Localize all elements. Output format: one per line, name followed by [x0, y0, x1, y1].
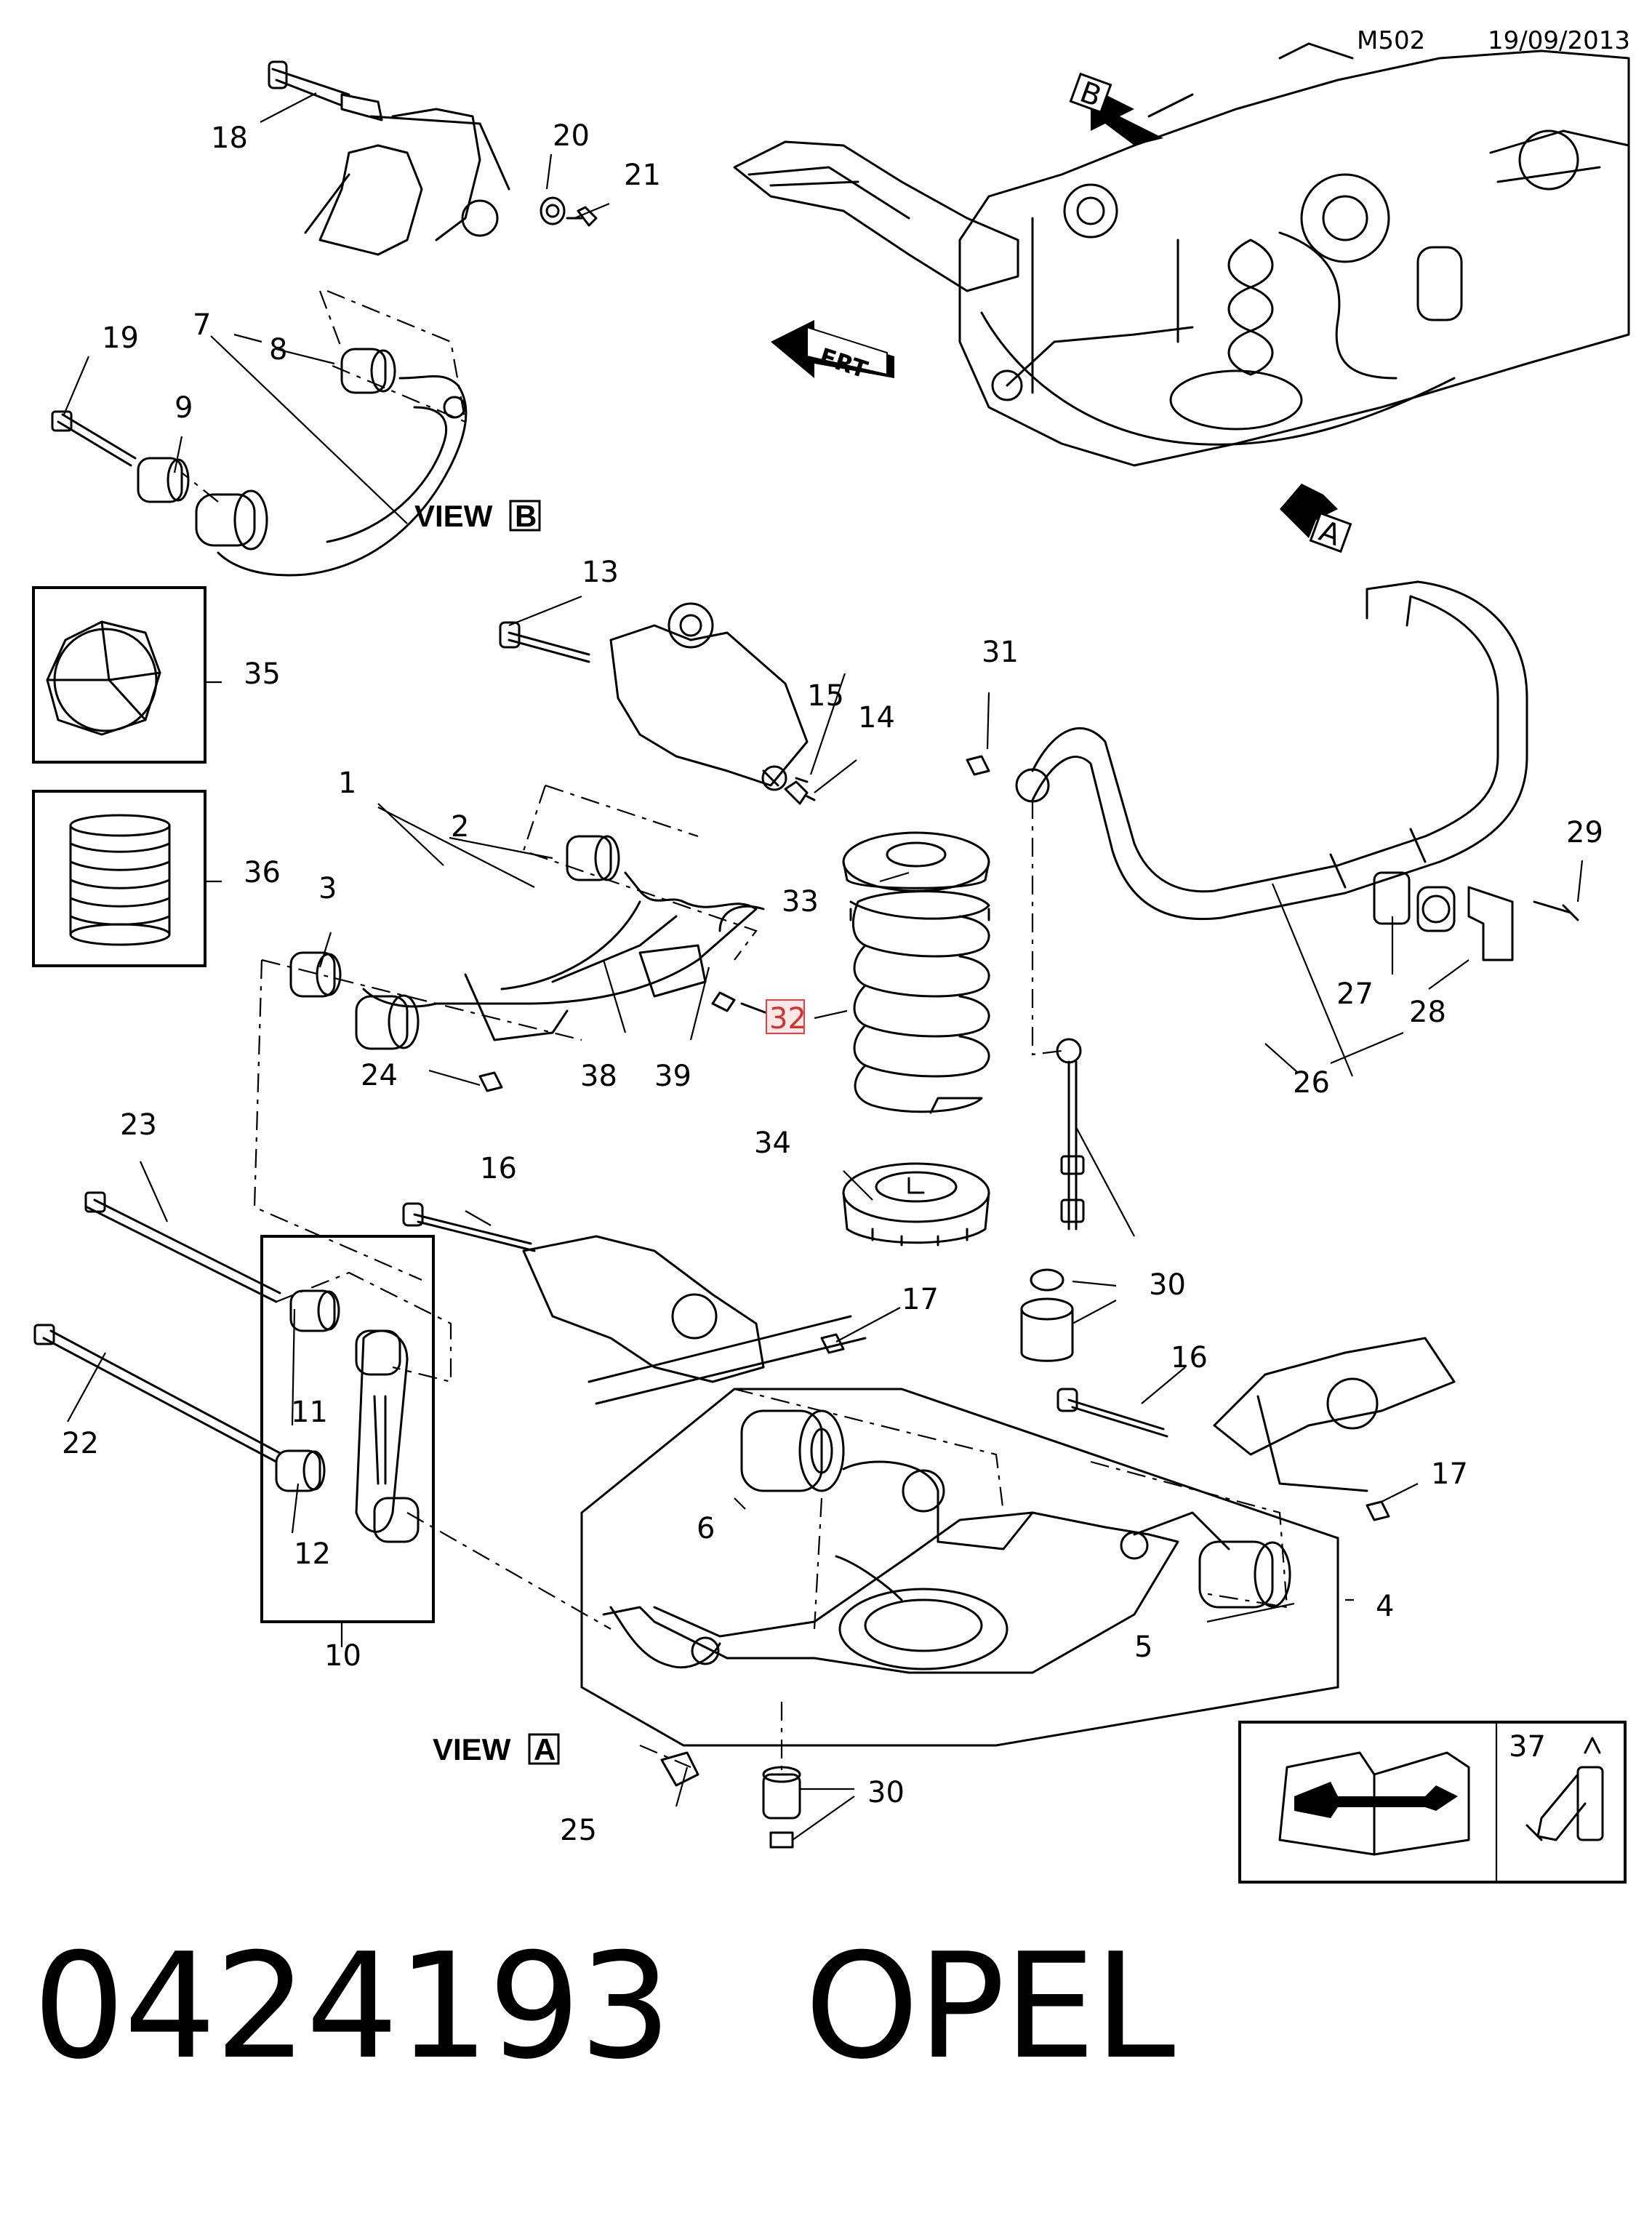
callout-1: 1 — [338, 767, 356, 800]
callout-23: 23 — [120, 1108, 157, 1142]
callout-31: 31 — [982, 636, 1019, 669]
view-b-title: VIEW — [414, 499, 493, 533]
callout-34: 34 — [754, 1126, 791, 1160]
callout-3: 3 — [318, 872, 337, 905]
callout-12: 12 — [294, 1537, 331, 1571]
view-b-group — [51, 60, 598, 577]
callout-labels: 18 20 21 19 7 8 9 13 35 36 15 14 31 1 2 … — [62, 119, 1603, 1847]
callout-35: 35 — [244, 657, 281, 691]
callout-39: 39 — [654, 1060, 691, 1093]
callout-19: 19 — [102, 321, 139, 355]
arrow-a-indicator: A — [1280, 484, 1352, 553]
callout-27: 27 — [1336, 977, 1374, 1011]
part-35-box — [32, 586, 206, 764]
callout-10: 10 — [324, 1639, 361, 1673]
callout-29: 29 — [1566, 816, 1603, 849]
callout-37: 37 — [1509, 1730, 1546, 1764]
bump-stop-boot-icon — [69, 814, 171, 946]
callout-32: 32 — [769, 1002, 806, 1036]
callout-6: 6 — [697, 1512, 715, 1545]
callout-16b: 16 — [1171, 1341, 1208, 1374]
callout-24: 24 — [361, 1059, 398, 1092]
footer-brand: OPEL — [804, 1922, 1175, 2092]
callout-20: 20 — [553, 119, 590, 153]
callout-21: 21 — [624, 159, 661, 192]
callout-30a: 30 — [1149, 1268, 1186, 1302]
lower-control-arm-assembly — [580, 1388, 1339, 1747]
callout-32-highlight: 32 — [766, 999, 806, 1036]
diagram-code: M502 — [1357, 26, 1426, 55]
subframe-cutout-mid — [522, 1235, 1456, 1492]
arrow-b-indicator: B — [1069, 72, 1163, 145]
callout-38: 38 — [580, 1060, 617, 1093]
grease-tube-icon — [1525, 1737, 1604, 1841]
callout-25: 25 — [560, 1814, 597, 1847]
view-a-letter: A — [534, 1732, 556, 1766]
lower-mount-parts — [639, 1702, 801, 1849]
callout-14: 14 — [858, 701, 895, 735]
nut-icon — [46, 620, 161, 736]
callout-36: 36 — [244, 856, 281, 889]
toe-link-parts — [33, 1191, 612, 1630]
callout-33: 33 — [782, 885, 819, 919]
callout-17a: 17 — [902, 1283, 939, 1316]
fasteners — [402, 755, 1390, 1521]
callout-2: 2 — [451, 810, 469, 844]
callout-4: 4 — [1376, 1590, 1394, 1623]
callout-28: 28 — [1409, 996, 1446, 1029]
view-a-title: VIEW — [433, 1732, 511, 1766]
front-arrow-icon: FRT — [771, 320, 894, 384]
callout-7: 7 — [193, 308, 211, 342]
subframe-overview — [733, 42, 1630, 467]
callout-11: 11 — [291, 1396, 328, 1429]
stabilizer-bushing-parts — [1373, 871, 1579, 961]
callout-30b: 30 — [867, 1776, 905, 1809]
stabilizer-link-30 — [1020, 800, 1085, 1362]
callout-16a: 16 — [480, 1152, 517, 1185]
callout-5: 5 — [1134, 1630, 1152, 1664]
diagram-date: 19/09/2013 — [1488, 26, 1630, 55]
stabilizer-bar-26 — [1015, 580, 1528, 921]
footer-part-number: 0424193 OPEL — [33, 1922, 1175, 2092]
part-36-box — [32, 790, 206, 967]
repair-manual-icon — [1278, 1751, 1470, 1856]
coil-spring-32 — [842, 831, 990, 1114]
callout-18: 18 — [211, 121, 248, 155]
callout-8: 8 — [269, 333, 287, 367]
callout-9: 9 — [175, 391, 193, 425]
callout-26: 26 — [1293, 1066, 1330, 1100]
callout-13: 13 — [582, 556, 619, 589]
toe-link-box — [260, 1235, 435, 1623]
callout-17b: 17 — [1431, 1457, 1468, 1491]
upper-control-arm-assembly — [253, 602, 816, 1281]
leader-lines — [63, 92, 1584, 1841]
callout-22: 22 — [62, 1427, 99, 1460]
view-b-letter: B — [515, 499, 537, 533]
spring-seat-34 — [842, 1162, 990, 1246]
callout-15: 15 — [807, 679, 844, 713]
service-info-box — [1238, 1721, 1627, 1884]
